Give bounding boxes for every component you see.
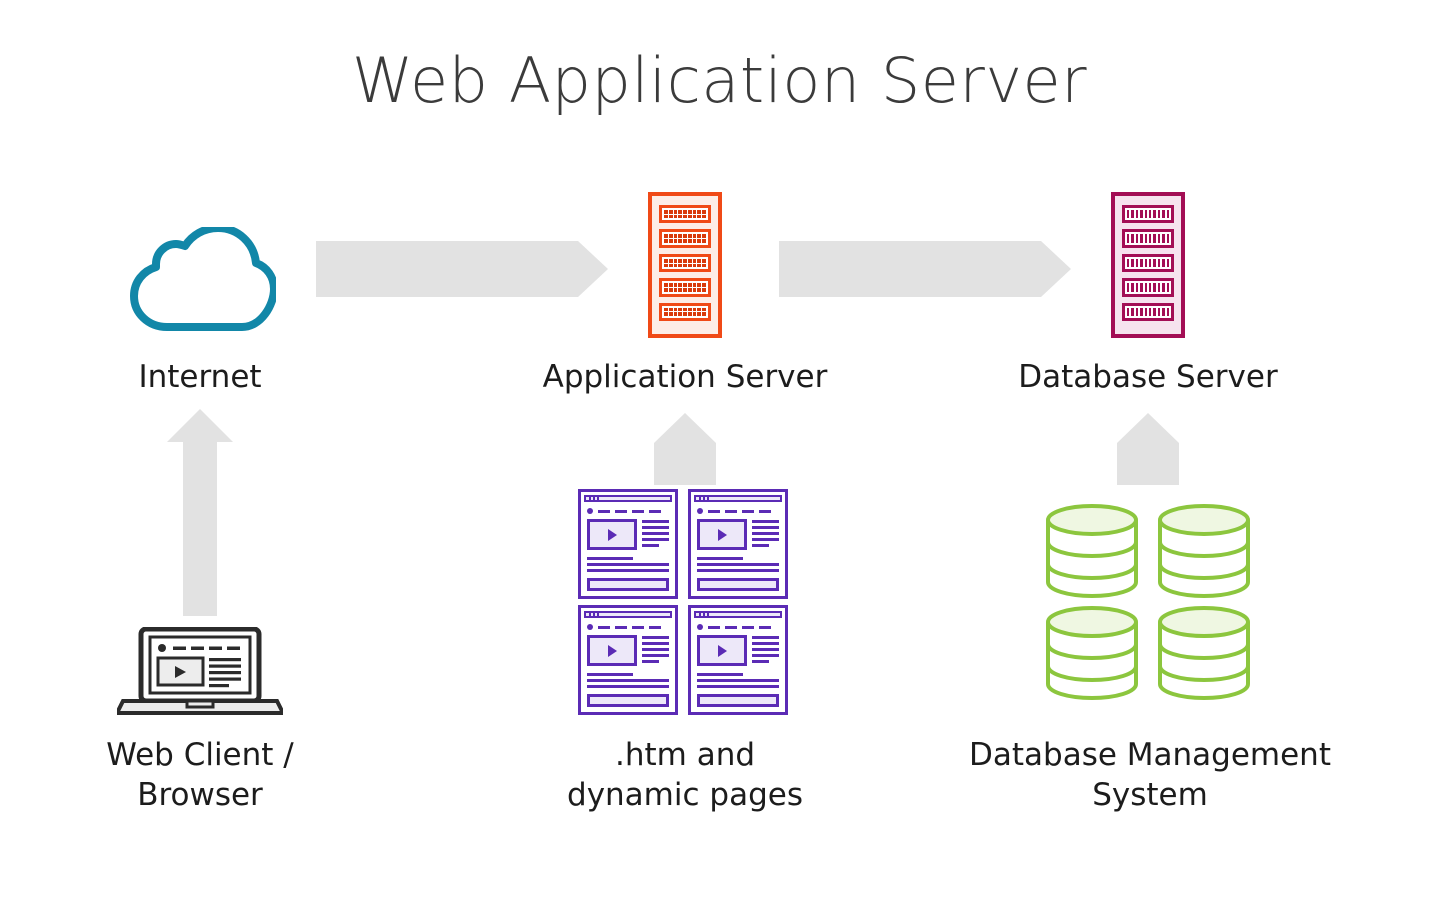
rack-slot-dots xyxy=(664,283,706,292)
page-paragraph xyxy=(587,557,669,572)
page-body xyxy=(691,502,785,596)
rack-slot xyxy=(659,229,711,248)
rack-slot xyxy=(1122,229,1174,248)
rack-slot-bars xyxy=(1127,258,1169,268)
page-body xyxy=(581,502,675,596)
page-text-lines xyxy=(752,635,779,666)
rack-slot xyxy=(1122,302,1174,322)
label-database-server: Database Server xyxy=(1018,359,1278,395)
page-media-row xyxy=(587,519,669,550)
rack-slot-dots xyxy=(664,307,706,317)
page-paragraph xyxy=(697,557,779,572)
page-titlebar xyxy=(694,495,782,502)
database-cylinder-icon xyxy=(1156,502,1252,598)
page-text-lines xyxy=(642,635,669,666)
play-icon xyxy=(587,635,637,666)
arrow-application-to-database-server xyxy=(779,241,1071,297)
page-titlebar xyxy=(584,611,672,618)
page-body xyxy=(581,618,675,712)
page-nav xyxy=(697,624,779,630)
laptop-icon xyxy=(113,626,287,720)
page-body xyxy=(691,618,785,712)
page-paragraph xyxy=(697,673,779,688)
web-page-icon xyxy=(578,489,678,599)
page-footer-block xyxy=(697,694,779,707)
arrow-dbms-to-database-server xyxy=(1117,413,1179,485)
web-page-icon xyxy=(688,605,788,715)
database-cylinder-icon xyxy=(1156,604,1252,700)
page-titlebar xyxy=(694,611,782,618)
play-icon xyxy=(697,635,747,666)
page-title: Web Application Server xyxy=(351,44,1088,117)
arrow-internet-to-application-server xyxy=(316,241,608,297)
arrow-web-client-to-internet xyxy=(167,409,233,616)
database-cylinders-group xyxy=(1044,502,1252,700)
rack-slot xyxy=(659,253,711,273)
label-internet: Internet xyxy=(138,359,262,395)
play-icon xyxy=(697,519,747,550)
label-pages: .htm and dynamic pages xyxy=(567,737,803,814)
application-server-rack-icon xyxy=(648,192,722,338)
rack-slot-bars xyxy=(1127,307,1169,317)
page-titlebar xyxy=(584,495,672,502)
page-footer-block xyxy=(587,578,669,591)
rack-slot-dots xyxy=(664,210,706,219)
web-pages-group xyxy=(578,489,788,715)
rack-slot-dots xyxy=(664,258,706,268)
page-paragraph xyxy=(587,673,669,688)
page-nav xyxy=(697,508,779,514)
rack-slot xyxy=(1122,205,1174,224)
rack-slot xyxy=(1122,253,1174,273)
page-nav xyxy=(587,624,669,630)
page-media-row xyxy=(587,635,669,666)
rack-slot-bars xyxy=(1127,283,1169,292)
page-footer-block xyxy=(587,694,669,707)
rack-slot-bars xyxy=(1127,234,1169,243)
play-icon xyxy=(587,519,637,550)
database-cylinder-icon xyxy=(1044,502,1140,598)
arrow-pages-to-application-server xyxy=(654,413,716,485)
rack-slot xyxy=(659,278,711,297)
page-footer-block xyxy=(697,578,779,591)
cloud-icon xyxy=(126,224,278,338)
rack-slot xyxy=(659,302,711,322)
web-page-icon xyxy=(688,489,788,599)
page-nav xyxy=(587,508,669,514)
web-page-icon xyxy=(578,605,678,715)
label-dbms: Database Management System xyxy=(969,737,1331,814)
page-media-row xyxy=(697,635,779,666)
rack-slot-bars xyxy=(1127,210,1169,219)
rack-slot-dots xyxy=(664,234,706,243)
database-server-rack-icon xyxy=(1111,192,1185,338)
page-media-row xyxy=(697,519,779,550)
rack-slot xyxy=(1122,278,1174,297)
rack-slot xyxy=(659,205,711,224)
page-text-lines xyxy=(642,519,669,550)
database-cylinder-icon xyxy=(1044,604,1140,700)
label-application-server: Application Server xyxy=(542,359,828,395)
label-web-client: Web Client / Browser xyxy=(106,737,294,814)
page-text-lines xyxy=(752,519,779,550)
